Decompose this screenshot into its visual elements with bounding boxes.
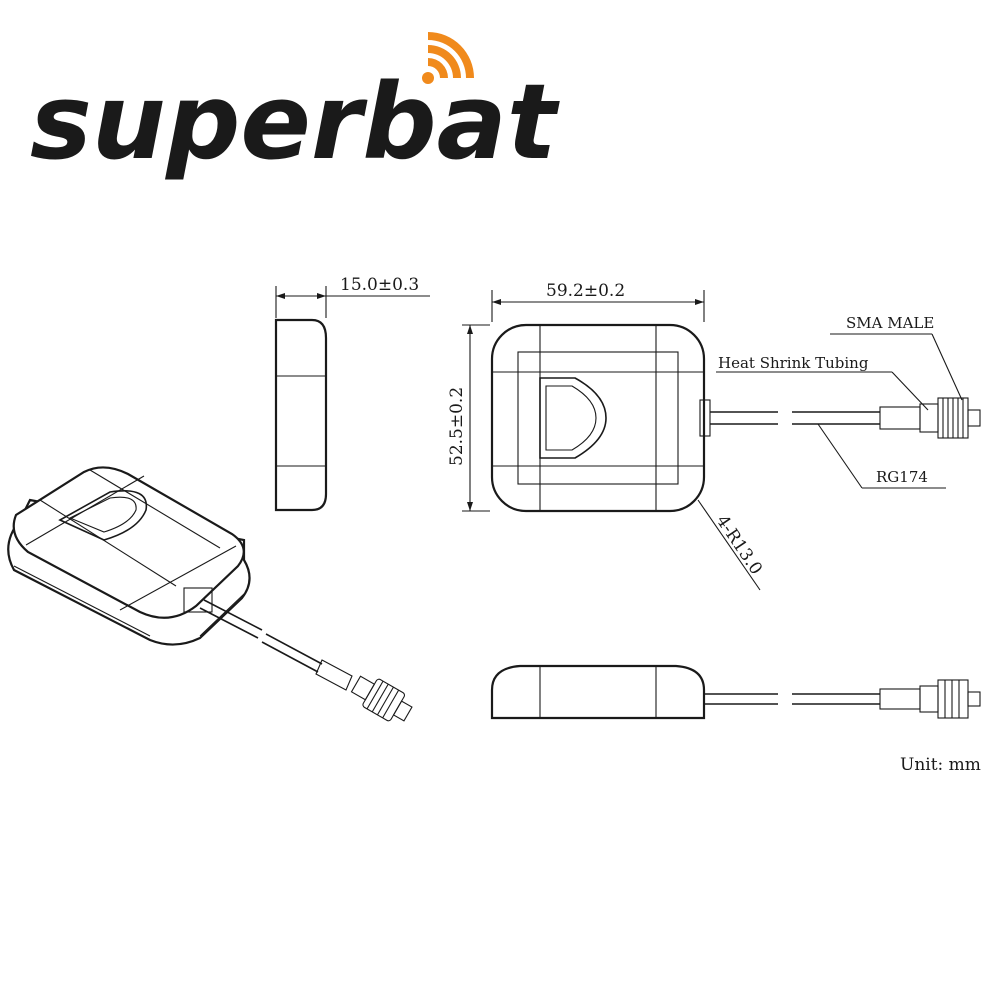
wifi-signal-icon	[422, 32, 474, 84]
heat-shrink-callout: Heat Shrink Tubing	[718, 354, 869, 372]
top-view: 59.2±0.2 52.5±0.2 4-R13.0 SMA MALE Heat …	[447, 281, 981, 591]
radius-dimension: 4-R13.0	[712, 512, 766, 579]
width-dimension: 59.2±0.2	[546, 281, 625, 301]
isometric-view	[7, 466, 413, 722]
height-dimension: 52.5±0.2	[447, 387, 467, 466]
superbat-logo: superbat	[30, 32, 560, 183]
logo-wordmark: superbat	[30, 61, 560, 183]
side-view: 15.0±0.3	[274, 275, 430, 512]
rg174-callout: RG174	[876, 468, 928, 486]
front-view	[490, 664, 981, 720]
thickness-dimension: 15.0±0.3	[340, 275, 419, 295]
sma-male-callout: SMA MALE	[846, 314, 934, 332]
unit-note: Unit: mm	[900, 755, 981, 775]
